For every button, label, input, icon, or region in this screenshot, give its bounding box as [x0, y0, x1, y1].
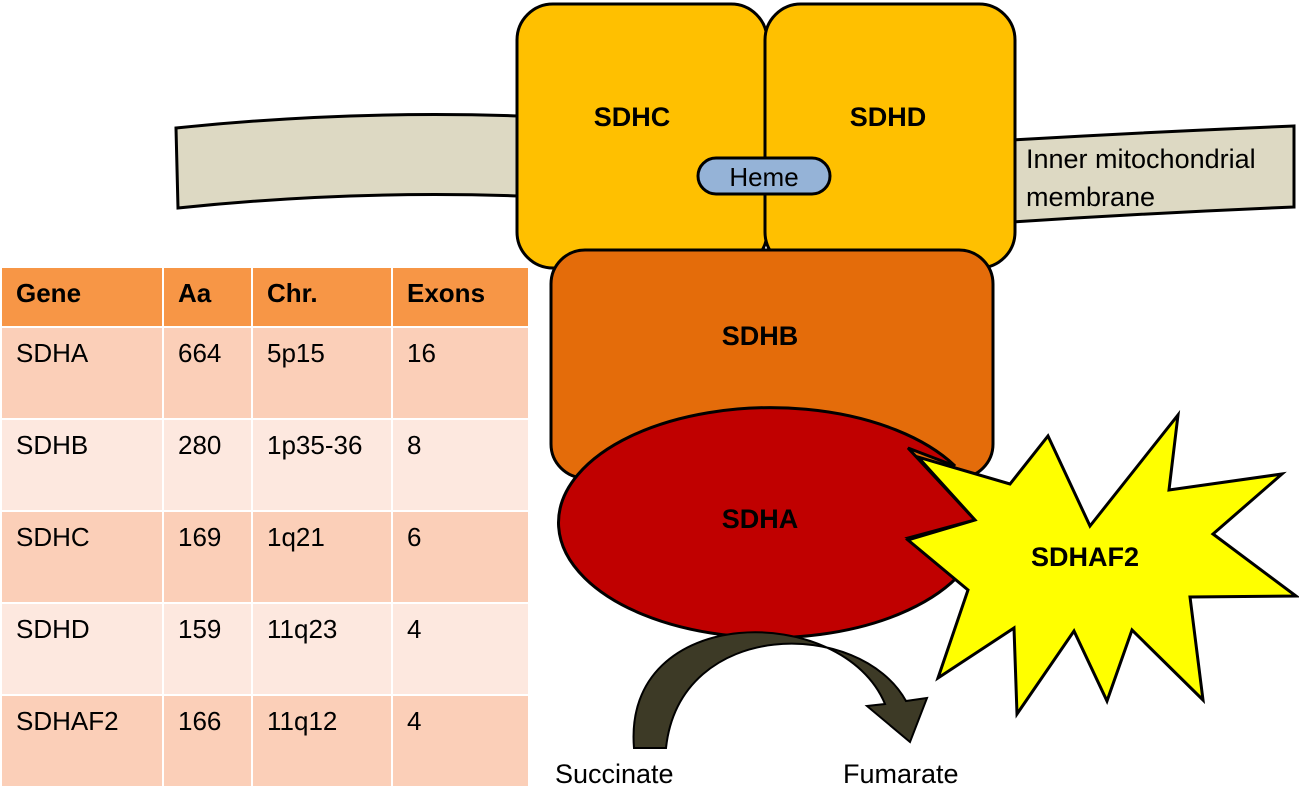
table-row: SDHD 159 11q23 4	[2, 603, 528, 696]
cell-exons: 8	[392, 419, 528, 512]
cell-aa: 664	[163, 327, 253, 420]
cell-chr: 11q12	[252, 695, 393, 788]
cell-exons: 4	[392, 695, 528, 788]
substrate-label: Succinate	[555, 759, 674, 789]
cell-chr: 1q21	[252, 511, 393, 604]
cell-exons: 6	[392, 511, 528, 604]
cell-aa: 166	[163, 695, 253, 788]
cell-gene: SDHA	[2, 327, 164, 420]
cell-aa: 159	[163, 603, 253, 696]
sdha-subunit	[557, 406, 978, 640]
cell-aa: 280	[163, 419, 253, 512]
header-aa: Aa	[163, 268, 253, 328]
table-row: SDHC 169 1q21 6	[2, 511, 528, 604]
table-header-row: Gene Aa Chr. Exons	[2, 268, 528, 328]
cell-gene: SDHAF2	[2, 695, 164, 788]
cell-exons: 16	[392, 327, 528, 420]
table-row: SDHAF2 166 11q12 4	[2, 695, 528, 788]
inner-membrane-left	[174, 113, 522, 210]
sdhaf2-label: SDHAF2	[1031, 542, 1139, 572]
inner-membrane-right	[1010, 124, 1296, 224]
heme-group	[696, 156, 832, 196]
membrane-label-line1: Inner mitochondrial	[1026, 144, 1256, 174]
membrane-label-line2: membrane	[1026, 182, 1155, 212]
cell-gene: SDHD	[2, 603, 164, 696]
sdha-label: SDHA	[722, 504, 799, 534]
cell-gene: SDHC	[2, 511, 164, 604]
reaction-arrow	[632, 631, 929, 749]
sdhc-subunit	[515, 2, 769, 270]
cell-chr: 5p15	[252, 327, 393, 420]
heme-label: Heme	[729, 162, 798, 192]
gene-table: Gene Aa Chr. Exons SDHA 664 5p15 16 SDHB…	[2, 268, 528, 788]
cell-exons: 4	[392, 603, 528, 696]
sdhaf2-starburst	[904, 409, 1299, 719]
sdhd-subunit	[763, 2, 1017, 270]
sdhb-label: SDHB	[722, 321, 799, 351]
cell-chr: 11q23	[252, 603, 393, 696]
header-exons: Exons	[392, 268, 528, 328]
cell-aa: 169	[163, 511, 253, 604]
table-row: SDHA 664 5p15 16	[2, 327, 528, 420]
sdhc-label: SDHC	[594, 102, 671, 132]
sdhd-label: SDHD	[850, 102, 927, 132]
cell-gene: SDHB	[2, 419, 164, 512]
header-chr: Chr.	[252, 268, 393, 328]
product-label: Fumarate	[843, 759, 959, 789]
table-row: SDHB 280 1p35-36 8	[2, 419, 528, 512]
header-gene: Gene	[2, 268, 164, 328]
cell-chr: 1p35-36	[252, 419, 393, 512]
